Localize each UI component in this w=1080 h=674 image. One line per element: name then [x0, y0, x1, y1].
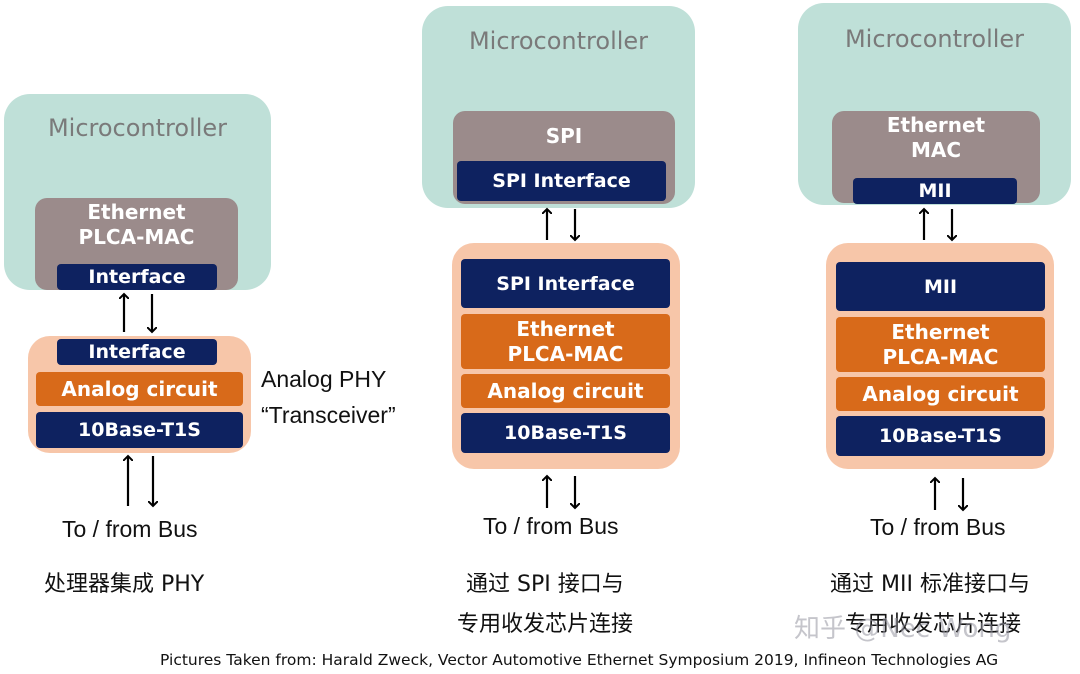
left-analog-circuit: Analog circuit [36, 372, 243, 406]
left-caption: 处理器集成 PHY [44, 572, 205, 597]
credit-line: Pictures Taken from: Harald Zweck, Vecto… [160, 651, 999, 669]
right-analog-circuit: Analog circuit [836, 377, 1045, 411]
right-bus-label: To / from Bus [870, 514, 1006, 540]
right-mac-line1: Ethernet [886, 113, 986, 137]
left-mac-line2: PLCA-MAC [78, 225, 195, 249]
middle-analog-circuit: Analog circuit [461, 374, 670, 408]
middle-caption-line1: 通过 SPI 接口与 [466, 572, 624, 597]
right-mcu-title: Microcontroller [844, 25, 1025, 53]
middle-mac-line1: Ethernet [516, 316, 615, 341]
left-mac-line1: Ethernet [87, 200, 186, 224]
right-mcu-mii: MII [853, 178, 1017, 204]
middle-mcu-spi-interface: SPI Interface [457, 161, 666, 201]
left-mcu-interface: Interface [57, 264, 217, 290]
middle-bus-label: To / from Bus [483, 513, 619, 539]
middle-caption-line2: 专用收发芯片连接 [457, 612, 634, 637]
left-10base-t1s: 10Base-T1S [36, 412, 243, 448]
middle-spi-label: SPI [545, 124, 583, 148]
right-phy-mii: MII [836, 262, 1045, 311]
middle-mcu-title: Microcontroller [468, 27, 649, 55]
watermark: 知乎 @Nec Wong [794, 614, 1012, 644]
middle-mac-line2: PLCA-MAC [507, 341, 624, 366]
left-phy-interface: Interface [57, 339, 217, 365]
right-caption-line2: 专用收发芯片连接 [845, 612, 1022, 637]
middle-phy-spi-interface: SPI Interface [461, 259, 670, 308]
middle-ethernet-plca-mac: Ethernet PLCA-MAC [461, 314, 670, 369]
right-plca-line1: Ethernet [891, 319, 990, 344]
left-phy-label-line2: “Transceiver” [261, 402, 396, 428]
right-caption-line1: 通过 MII 标准接口与 [830, 572, 1030, 597]
right-ethernet-plca-mac: Ethernet PLCA-MAC [836, 317, 1045, 372]
right-mac-line2: MAC [910, 138, 962, 162]
left-mcu-title: Microcontroller [47, 114, 228, 142]
right-plca-line2: PLCA-MAC [882, 344, 999, 369]
left-phy-label-line1: Analog PHY [261, 366, 387, 392]
right-10base-t1s: 10Base-T1S [836, 416, 1045, 456]
left-bus-label: To / from Bus [62, 516, 198, 542]
middle-10base-t1s: 10Base-T1S [461, 413, 670, 453]
